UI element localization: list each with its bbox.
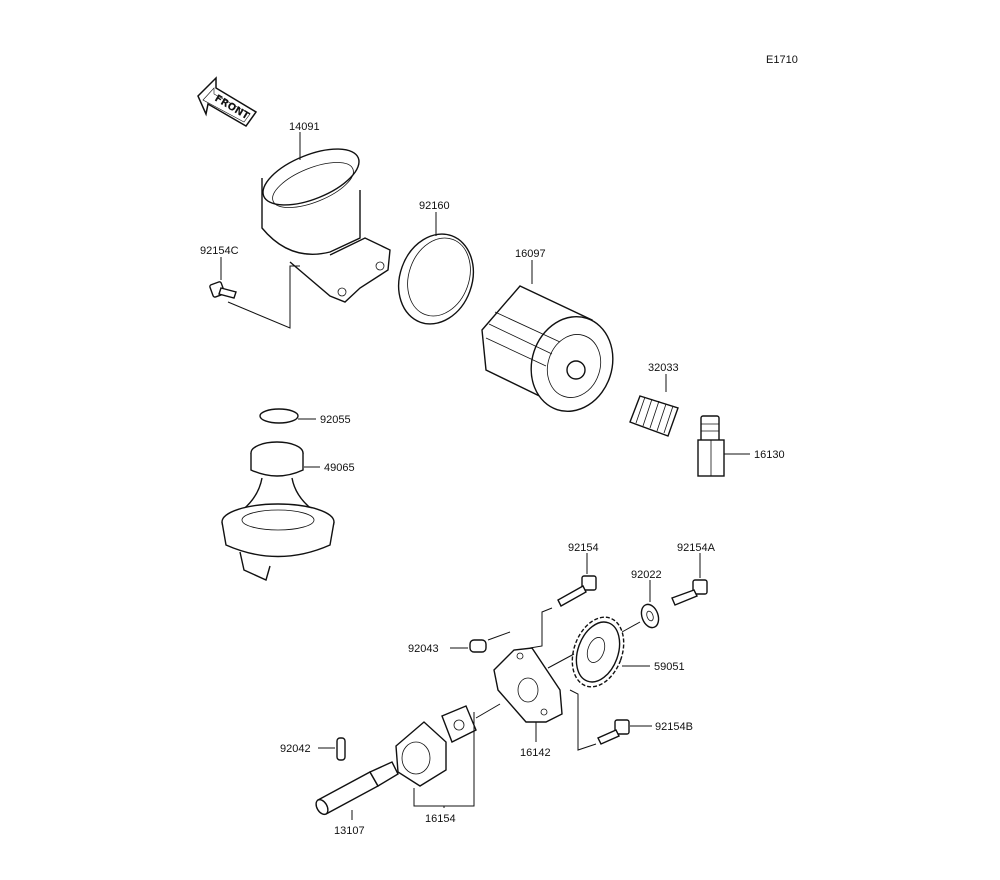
label-92154: 92154 <box>568 542 599 554</box>
label-92154C: 92154C <box>200 245 239 257</box>
ring-92160 <box>397 233 475 325</box>
shaft-13107 <box>315 761 399 816</box>
pump-cover-16142 <box>493 647 563 723</box>
label-16154: 16154 <box>425 813 456 825</box>
washer-92022 <box>640 603 660 629</box>
label-16142: 16142 <box>520 747 551 759</box>
front-arrow-icon: FRONT <box>197 76 258 127</box>
label-92055: 92055 <box>320 414 351 426</box>
label-16130: 16130 <box>754 449 785 461</box>
label-13107: 13107 <box>334 825 365 837</box>
label-92160: 92160 <box>419 200 450 212</box>
label-92043: 92043 <box>408 643 439 655</box>
fitting-16130 <box>697 415 725 477</box>
label-16097: 16097 <box>515 248 546 260</box>
diagram-code: E1710 <box>766 54 798 66</box>
bolt-92154 <box>557 575 597 607</box>
o-ring-92055 <box>259 408 299 424</box>
pin-92042 <box>336 737 346 761</box>
label-59051: 59051 <box>654 661 685 673</box>
bolt-92154A <box>671 579 708 606</box>
spring-32033 <box>629 395 679 437</box>
label-49065: 49065 <box>324 462 355 474</box>
label-92042: 92042 <box>280 743 311 755</box>
label-14091: 14091 <box>289 121 320 133</box>
outer-rotor-16154 <box>395 721 447 787</box>
bolt-92154B <box>597 719 630 745</box>
oil-filter-16097 <box>481 285 614 412</box>
label-92154B: 92154B <box>655 721 693 733</box>
pin-92043 <box>469 639 487 653</box>
bolt-92154C <box>209 281 237 299</box>
gear-59051 <box>571 616 625 688</box>
inner-rotor-16154 <box>441 705 477 743</box>
housing-49065 <box>221 441 335 581</box>
filter-housing-bracket <box>261 148 391 303</box>
label-92154A: 92154A <box>677 542 716 554</box>
label-92022: 92022 <box>631 569 662 581</box>
label-32033: 32033 <box>648 362 679 374</box>
